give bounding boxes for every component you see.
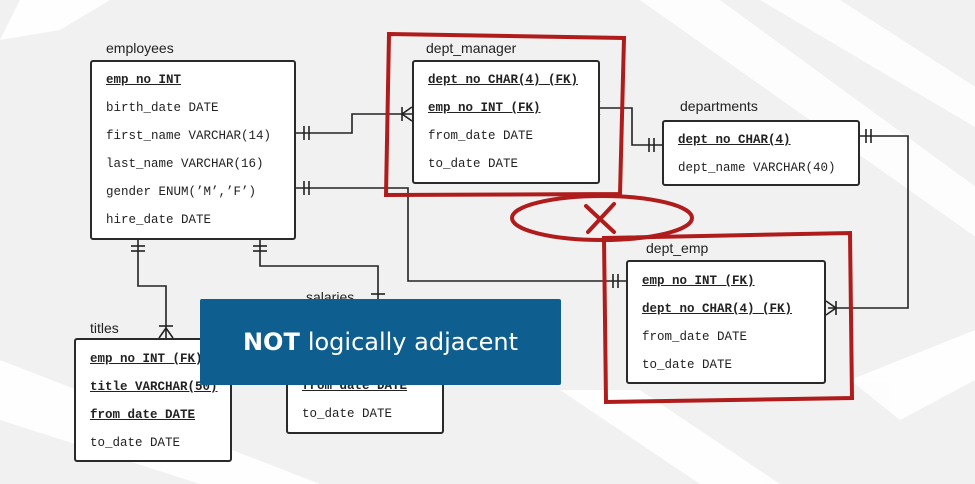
- table-row: to_date DATE: [90, 436, 181, 450]
- banner-text: logically adjacent: [307, 328, 519, 356]
- table-row: gender ENUM(’M’,’F’): [106, 185, 257, 199]
- table-row: to_date DATE: [642, 358, 733, 372]
- dept-emp-table[interactable]: emp_no INT (FK) dept_no CHAR(4) (FK) fro…: [626, 260, 826, 384]
- dept-emp-table-title: dept_emp: [646, 240, 709, 256]
- departments-table-title: departments: [680, 98, 758, 114]
- table-row: first_name VARCHAR(14): [106, 129, 272, 143]
- not-adjacent-ellipse: [510, 194, 694, 242]
- table-row: dept_no CHAR(4) (FK): [642, 302, 793, 316]
- table-row: dept_no CHAR(4): [678, 133, 791, 147]
- employees-table-title: employees: [106, 40, 174, 56]
- table-row: from_date DATE: [642, 330, 748, 344]
- table-row: emp_no INT (FK): [90, 352, 203, 366]
- table-row: birth_date DATE: [106, 101, 219, 115]
- not-adjacent-banner: NOT logically adjacent: [200, 299, 561, 385]
- table-row: dept_no CHAR(4) (FK): [428, 73, 579, 87]
- table-row: from_date DATE: [428, 129, 534, 143]
- table-row: hire_date DATE: [106, 213, 212, 227]
- departments-table[interactable]: dept_no CHAR(4) dept_name VARCHAR(40): [662, 120, 860, 186]
- banner-bold-word: NOT: [242, 328, 300, 356]
- table-row: from_date DATE: [90, 408, 196, 422]
- table-row: dept_name VARCHAR(40): [678, 161, 836, 175]
- table-row: title VARCHAR(50): [90, 380, 218, 394]
- table-row: to_date DATE: [302, 407, 393, 421]
- dept-manager-highlight-box: [383, 31, 627, 198]
- employees-table[interactable]: emp_no INT birth_date DATE first_name VA…: [90, 60, 296, 240]
- table-row: emp_no INT (FK): [428, 101, 541, 115]
- table-row: emp_no INT (FK): [642, 274, 755, 288]
- dept-manager-table[interactable]: dept_no CHAR(4) (FK) emp_no INT (FK) fro…: [412, 60, 600, 184]
- table-row: to_date DATE: [428, 157, 519, 171]
- dept-emp-highlight-box: [601, 230, 855, 405]
- dept-manager-table-title: dept_manager: [426, 40, 517, 56]
- titles-table-title: titles: [90, 320, 119, 336]
- table-row: last_name VARCHAR(16): [106, 157, 264, 171]
- table-row: emp_no INT: [106, 73, 182, 87]
- cross-icon: [584, 202, 616, 234]
